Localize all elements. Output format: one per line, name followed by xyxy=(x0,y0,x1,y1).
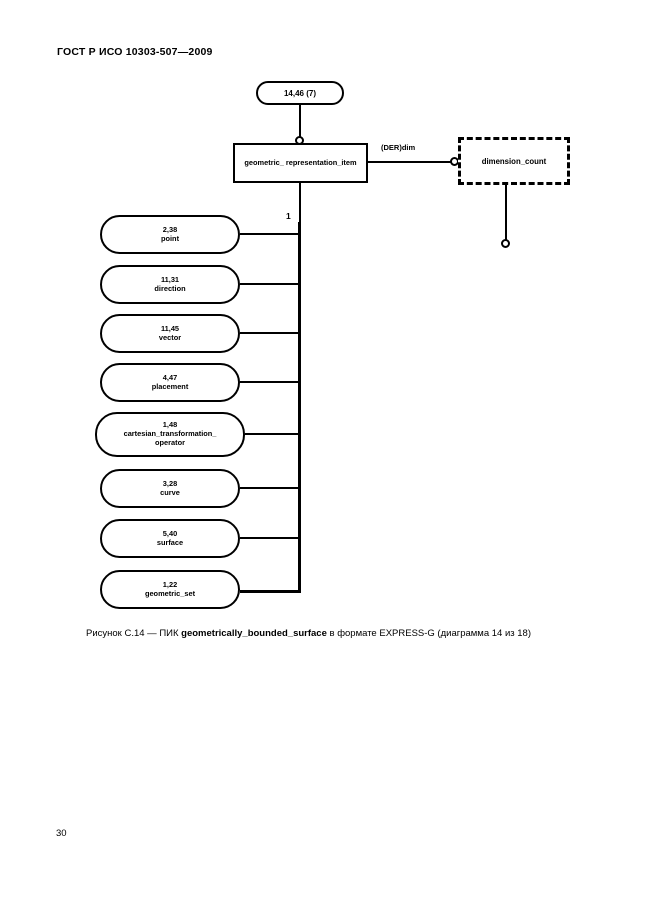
connector-trunk-point xyxy=(240,233,300,235)
subtype-box-placement: 4,47 placement xyxy=(100,363,240,402)
connector-entity-to-trunk xyxy=(299,183,301,223)
figure-caption-suffix: в формате EXPRESS-G (диаграмма 14 из 18) xyxy=(326,628,531,639)
connector-trunk-curve xyxy=(240,487,300,489)
entity-box-geometric-representation-item: geometric_ representation_item xyxy=(233,143,368,183)
derived-attribute-label: (DER)dim xyxy=(381,143,416,152)
connector-trunk-geometric-set xyxy=(240,590,301,593)
subtype-label-geometric-set: 1,22 geometric_set xyxy=(144,579,196,598)
subtype-ref-placement: 4,47 xyxy=(162,372,178,382)
connector-pageref-to-entity xyxy=(299,105,301,140)
page-reference-label: 14,46 (7) xyxy=(283,88,317,98)
subtype-ref-vector: 11,45 xyxy=(160,323,180,333)
subtype-ref-surface: 5,40 xyxy=(162,528,178,538)
subtype-box-curve: 3,28 curve xyxy=(100,469,240,508)
subtype-box-direction: 11,31 direction xyxy=(100,265,240,304)
supertype-cardinality-label: 1 xyxy=(286,211,291,221)
subtype-box-cartesian-transformation-operator: 1,48 cartesian_transformation_ operator xyxy=(95,412,245,457)
subtype-label-direction: 11,31 direction xyxy=(154,274,186,293)
subtype-box-surface: 5,40 surface xyxy=(100,519,240,558)
subtype-label-cartesian-transformation-operator: 1,48 cartesian_transformation_ operator xyxy=(124,421,217,447)
connector-trunk-placement xyxy=(240,381,300,383)
subtype-label-vector: 11,45 vector xyxy=(158,323,182,342)
connector-entity-to-dimension-count xyxy=(368,161,454,163)
subtype-box-point: 2,38 point xyxy=(100,215,240,254)
subtype-label-curve: 3,28 curve xyxy=(160,478,180,497)
dimension-count-terminal-circle xyxy=(501,239,510,248)
subtype-name-direction: direction xyxy=(154,283,186,293)
subtype-name-point: point xyxy=(160,233,180,243)
subtype-label-placement: 4,47 placement xyxy=(151,372,189,391)
defined-type-box-dimension-count: dimension_count xyxy=(458,137,570,185)
subtype-name-curve: curve xyxy=(160,487,180,497)
subtype-ref-point: 2,38 xyxy=(162,224,178,234)
figure-caption-entity: geometrically_bounded_surface xyxy=(181,628,327,639)
connector-trunk-vector xyxy=(240,332,300,334)
subtype-label-point: 2,38 point xyxy=(160,224,180,243)
subtype-name2-cartesian-transformation-operator: operator xyxy=(155,437,185,447)
subtype-ref-direction: 11,31 xyxy=(160,274,180,284)
subtype-box-vector: 11,45 vector xyxy=(100,314,240,353)
page-number: 30 xyxy=(56,828,67,839)
figure-caption-prefix: Рисунок С.14 — ПИК xyxy=(86,628,182,639)
subtype-name-placement: placement xyxy=(151,381,189,391)
subtype-name-surface: surface xyxy=(156,537,184,547)
entity-label-line2: representation_item xyxy=(285,157,357,167)
connector-trunk-direction xyxy=(240,283,300,285)
subtype-ref-curve: 3,28 xyxy=(162,478,178,488)
subtype-label-surface: 5,40 surface xyxy=(156,528,184,547)
express-g-diagram: 14,46 (7) geometric_ representation_item… xyxy=(95,81,570,609)
document-header: ГОСТ Р ИСО 10303-507—2009 xyxy=(57,46,213,58)
entity-label-line1: geometric_ xyxy=(244,157,284,167)
subtype-ref-cartesian-transformation-operator: 1,48 xyxy=(162,420,178,430)
figure-caption: Рисунок С.14 — ПИК geometrically_bounded… xyxy=(86,628,586,639)
subtype-name-geometric-set: geometric_set xyxy=(144,588,196,598)
subtype-box-geometric-set: 1,22 geometric_set xyxy=(100,570,240,609)
subtype-name-cartesian-transformation-operator: cartesian_transformation_ xyxy=(123,429,217,439)
connector-trunk-cartesian-transformation-operator xyxy=(245,433,300,435)
subtype-trunk-line xyxy=(298,222,301,593)
connector-trunk-surface xyxy=(240,537,300,539)
defined-type-label: dimension_count xyxy=(481,156,547,166)
subtype-ref-geometric-set: 1,22 xyxy=(162,579,178,589)
page-reference-oval: 14,46 (7) xyxy=(256,81,344,105)
entity-box-label: geometric_ representation_item xyxy=(244,157,357,168)
connector-dimension-count-down xyxy=(505,185,507,242)
subtype-name-vector: vector xyxy=(158,332,182,342)
